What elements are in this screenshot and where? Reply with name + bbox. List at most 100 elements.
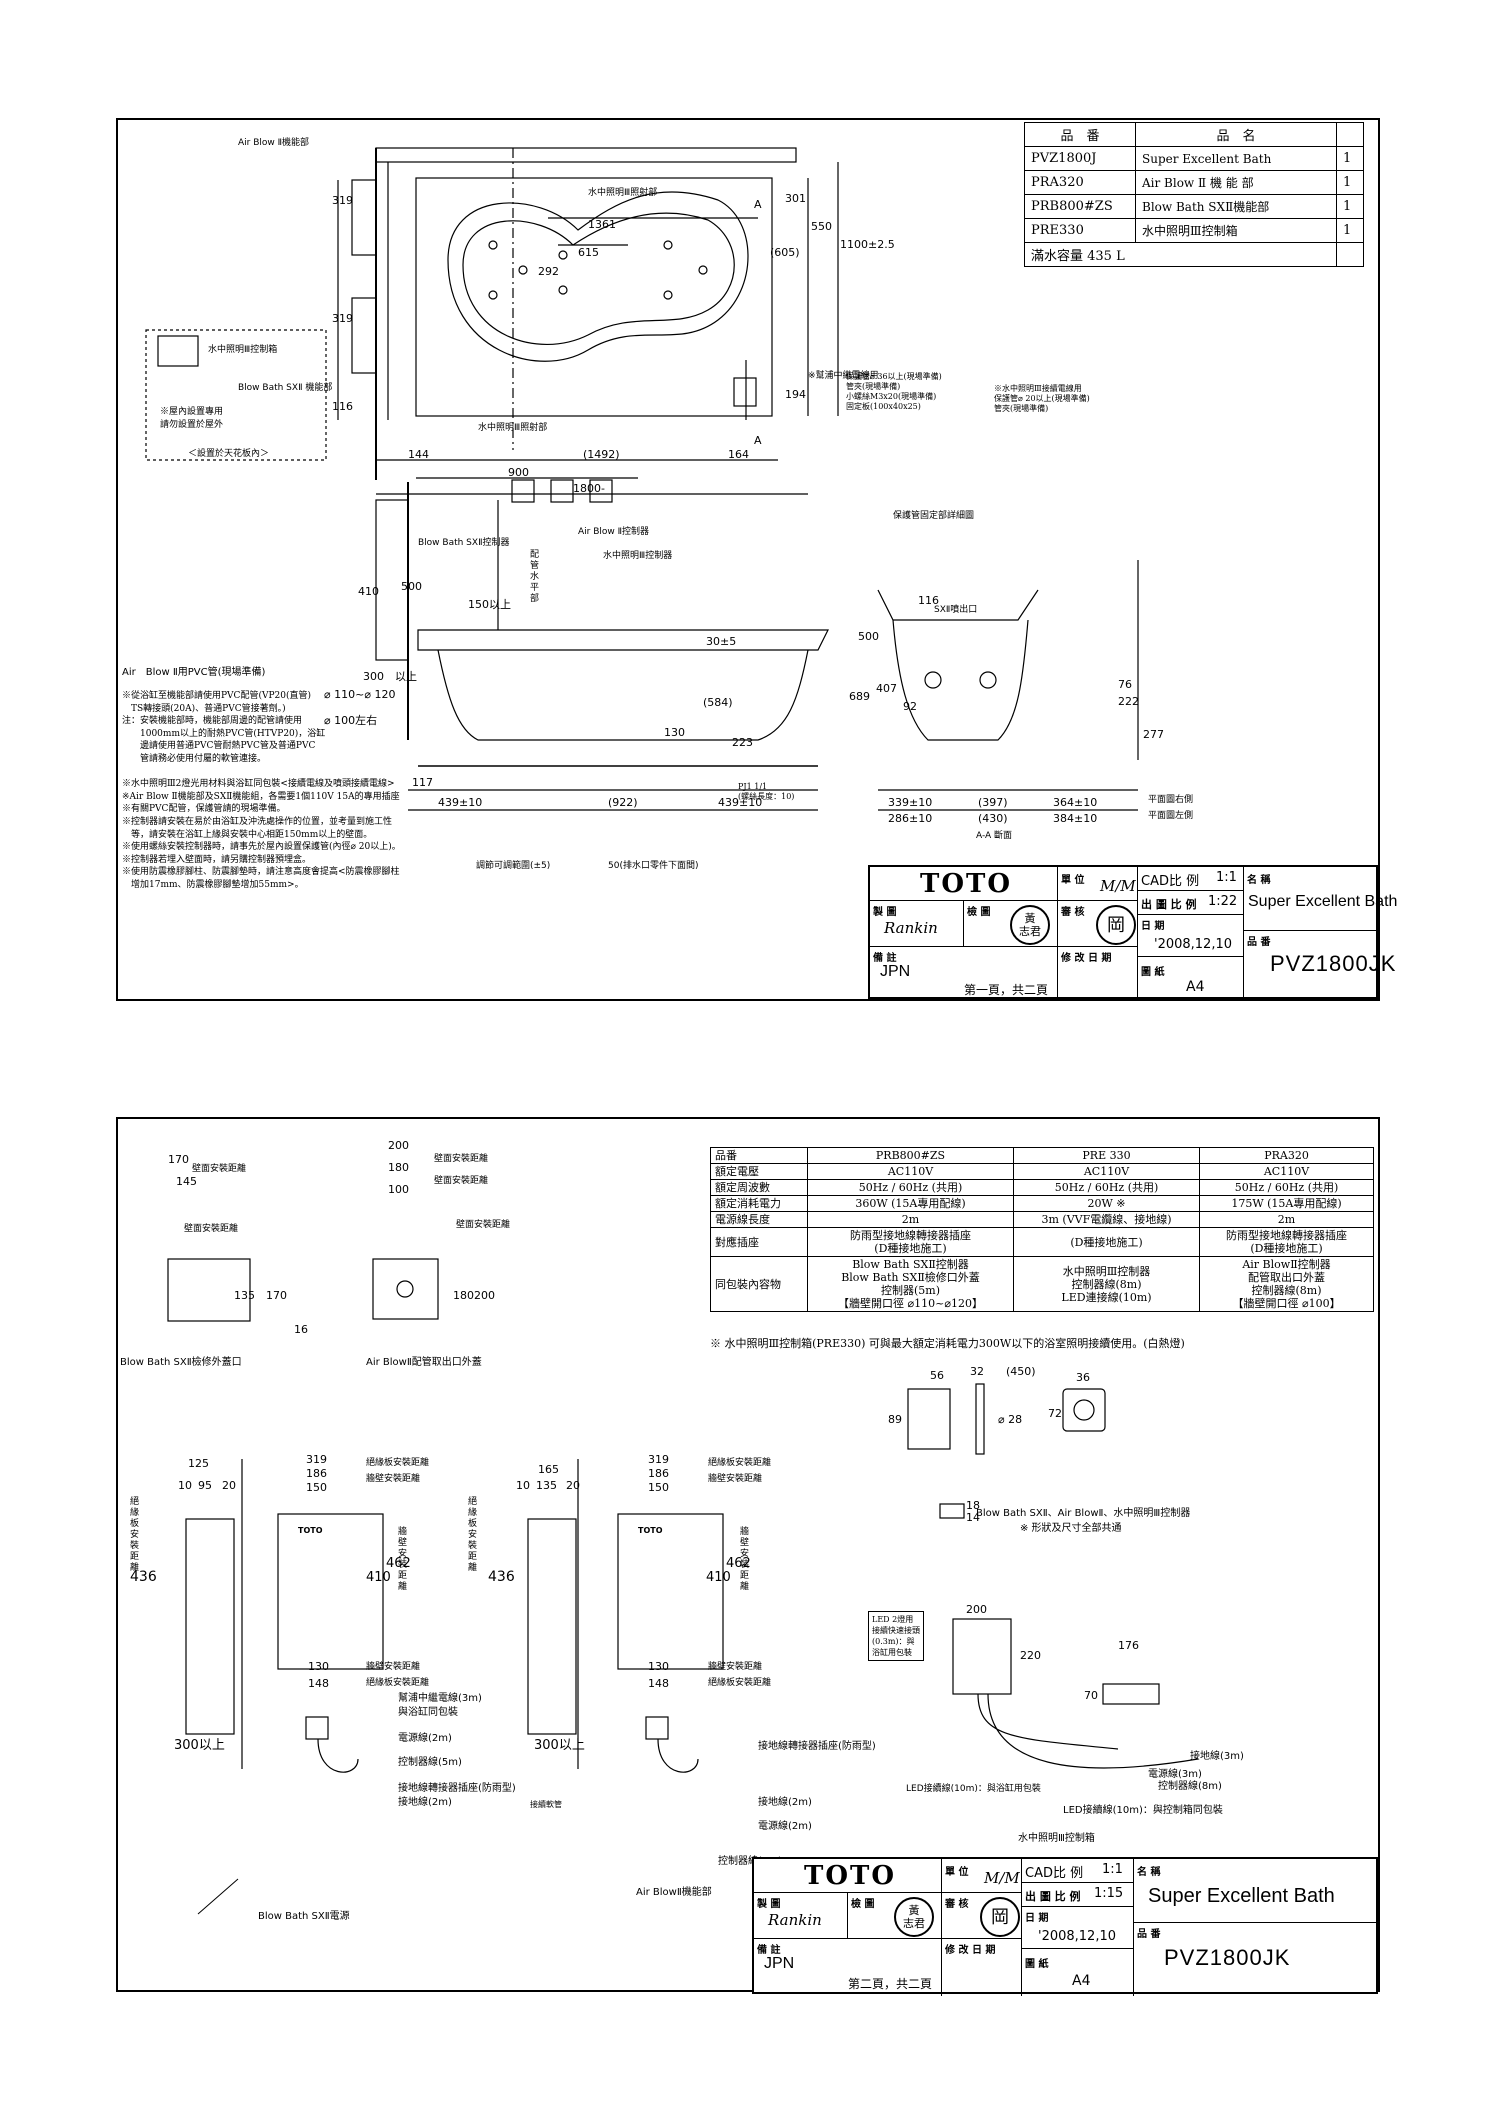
- label-ab-cover: Air BlowⅡ配管取出口外蓋: [366, 1355, 482, 1368]
- dim-56: 56: [930, 1369, 944, 1382]
- label-wall-dist-b: 壁面安裝距離: [184, 1222, 238, 1234]
- checker-stamp: 黃 志君: [894, 1897, 934, 1937]
- light-box-side: [1102, 1683, 1160, 1705]
- label-flex: 接續軟管: [530, 1799, 562, 1809]
- dim-584: (584): [703, 696, 733, 709]
- unit-cell: 單 位 M/M: [1058, 867, 1138, 901]
- label-relay: 幫浦中繼電線(3m): [398, 1691, 482, 1704]
- label-same-pack: 與浴缸同包裝: [398, 1705, 458, 1718]
- drawing-sheet-1: 319 319 116 301 550 1361 615 292 (605) 1…: [116, 118, 1397, 1001]
- label-led10: LED接續線(10m)：與控制箱同包裝: [1063, 1803, 1223, 1816]
- dim-130b: 130: [648, 1660, 669, 1673]
- label-power2b: 電源線(2m): [758, 1819, 812, 1832]
- blowbath-unit-shape: [351, 297, 377, 374]
- label-light-emit-bottom: 水中照明Ⅲ照射部: [478, 421, 547, 433]
- label-ctrl8b: 控制器線(8m): [1158, 1779, 1222, 1792]
- dim-319b: 319: [648, 1453, 669, 1466]
- date-cell: 日 期 '2008,12,10: [1022, 1907, 1134, 1949]
- sheet1-notes: ※從浴缸至機能部請使用PVC配管(VP20(直管) TS轉接頭(20A)、普通P…: [122, 691, 401, 890]
- unit-label: 單 位: [945, 1867, 969, 1878]
- label-pvc: Air Blow Ⅱ用PVC管(現場準備): [122, 665, 266, 678]
- bb-cover-shape: [167, 1258, 251, 1322]
- dim-301: 301: [785, 192, 806, 205]
- page-number: 第二頁，共二頁: [848, 1977, 933, 1991]
- spec-cell: Air BlowⅡ控制器 配管取出口外蓋 控制器線(8m) 【牆壁開口徑 ⌀10…: [1199, 1256, 1374, 1312]
- dim-145: 145: [176, 1175, 197, 1188]
- label-wall-mount-b: 牆壁安裝距離: [708, 1472, 762, 1484]
- label-bb-power: Blow Bath SXⅡ電源: [258, 1909, 350, 1922]
- parts-header-name: 品 名: [1135, 122, 1337, 147]
- parts-code: PRB800#ZS: [1024, 194, 1136, 219]
- unit-front-right: [617, 1513, 724, 1670]
- dim-150b: 150: [648, 1481, 669, 1494]
- dim-922: (922): [608, 796, 638, 809]
- dim-286: 286±10: [888, 812, 932, 825]
- dim-339: 339±10: [888, 796, 932, 809]
- dim-550: 550: [811, 220, 832, 233]
- paper-value: A4: [1072, 1973, 1091, 1989]
- dim-16: 16: [294, 1323, 308, 1336]
- label-wall-mount-c: 牆壁安裝距離: [366, 1660, 420, 1672]
- dim-277: 277: [1143, 728, 1164, 741]
- label-section: A-A 斷面: [976, 829, 1012, 841]
- dim-410a: 410: [366, 1570, 391, 1585]
- check-label: 檢 圖: [967, 907, 991, 918]
- parts-code: PRE330: [1024, 218, 1136, 243]
- maker: Rankin: [768, 1911, 822, 1929]
- dim-70: 70: [1084, 1689, 1098, 1702]
- cad-value: 1:1: [1216, 870, 1237, 885]
- label-bb-cover: Blow Bath SXⅡ檢修外蓋口: [120, 1355, 242, 1368]
- label-wall-mount-d: 牆壁安裝距離: [708, 1660, 762, 1672]
- dim-20a: 20: [222, 1479, 236, 1492]
- parts-name: Super Excellent Bath: [1135, 146, 1337, 171]
- remark-cell: 備 註 JPN 第一頁，共二頁: [870, 947, 1058, 1001]
- dim-1100: 1100±2.5: [840, 238, 895, 251]
- label-ground2b: 接地線(2m): [758, 1795, 812, 1808]
- dim-72: 72: [1048, 1407, 1062, 1420]
- rev-label: 修 改 日 期: [1061, 953, 1112, 964]
- unit-label: 單 位: [1061, 875, 1085, 886]
- paper-label: 圖 紙: [1025, 1959, 1049, 1970]
- print-label: 出 圖 比 例: [1025, 1890, 1081, 1903]
- spec-cell: 2m: [1199, 1211, 1374, 1228]
- label-ground-plug: 接地線轉接器插座(防雨型): [398, 1781, 516, 1794]
- rev-cell: 修 改 日 期: [942, 1939, 1022, 1996]
- parts-qty: 1: [1336, 170, 1364, 195]
- dim-1361: 1361: [588, 218, 616, 231]
- label-ab-unit: Air BlowⅡ機能部: [636, 1885, 712, 1898]
- dim-500: 500: [401, 580, 422, 593]
- dim-439a: 439±10: [438, 796, 482, 809]
- reviewer-stamp: 岡: [980, 1897, 1020, 1937]
- parts-code: PRA320: [1024, 170, 1136, 195]
- date-value: '2008,12,10: [1154, 937, 1233, 952]
- dim-462a: 462: [386, 1556, 411, 1571]
- review-cell: 審 核 岡: [942, 1893, 1022, 1939]
- date-label: 日 期: [1025, 1913, 1049, 1924]
- remark-value: JPN: [880, 963, 911, 980]
- remark-value: JPN: [764, 1955, 795, 1972]
- spec-cell: 50Hz / 60Hz (共用): [1199, 1179, 1374, 1196]
- spec-cell: 同包裝內容物: [710, 1256, 808, 1312]
- dim-689: 689: [849, 690, 870, 703]
- unit-front-left: [277, 1513, 384, 1670]
- label-bb-ctrl: Blow Bath SXⅡ控制器: [418, 536, 510, 548]
- dim-436b: 436: [488, 1569, 515, 1585]
- dim-130a: 130: [308, 1660, 329, 1673]
- date-cell: 日 期 '2008,12,10: [1138, 915, 1244, 957]
- spec-cell: Blow Bath SXⅡ控制器 Blow Bath SXⅡ檢修口外蓋 控制器(…: [807, 1256, 1014, 1312]
- label-ceiling: ＜設置於天花板內＞: [188, 447, 269, 459]
- name-label: 名 稱: [1137, 1867, 1161, 1878]
- unit-value: M/M: [1100, 877, 1136, 895]
- label-relay-title: ※幫浦中繼電線用: [808, 369, 879, 381]
- dim-100: 100: [388, 1183, 409, 1196]
- label-airblow-unit: Air Blow Ⅱ機能部: [238, 136, 309, 148]
- label-insul-v-left: 絕緣板安裝距離: [130, 1497, 140, 1573]
- print-label: 出 圖 比 例: [1141, 898, 1197, 911]
- spec-cell: 3m (VVF電纜線、接地線): [1012, 1211, 1201, 1228]
- parts-qty: 1: [1336, 218, 1364, 243]
- sheet2-dim-text: 170 145 135 170 16 200 180 100 180 200 1…: [130, 1139, 1139, 1702]
